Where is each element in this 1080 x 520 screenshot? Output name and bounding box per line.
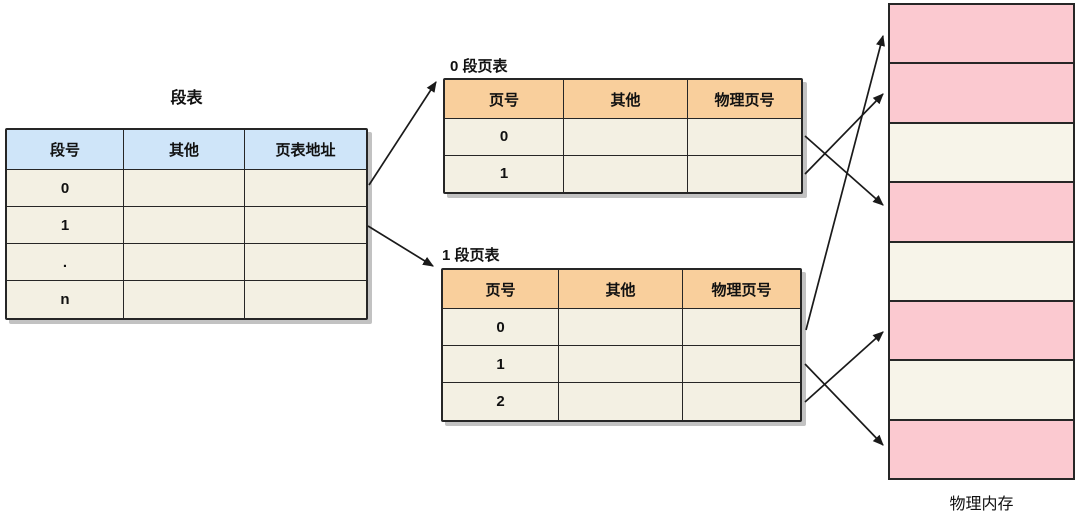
segment-row-1-number: 1 [7, 207, 124, 244]
segment-row-dots-pagetable-addr [245, 244, 366, 281]
pt0-row-0-physpage [688, 119, 801, 156]
page-table-0: 页号 其他 物理页号 0 1 [443, 78, 803, 194]
pt1-row-2-number: 2 [443, 383, 559, 420]
page-table-1-header-col1: 其他 [559, 270, 683, 309]
segment-table-title: 段表 [170, 90, 203, 107]
pt1-row-0-physpage [683, 309, 800, 346]
page-table-0-header-col0: 页号 [445, 80, 564, 119]
memory-label: 物理内存 [949, 496, 1014, 513]
pt1-row-2-physpage [683, 383, 800, 420]
memory-block-6 [890, 301, 1073, 362]
page-table-0-header-col1: 其他 [564, 80, 688, 119]
pt1-row-1-number: 1 [443, 346, 559, 383]
segment-row-n-other [124, 281, 245, 318]
segment-row-dots-other [124, 244, 245, 281]
page-table-0-header-col2: 物理页号 [688, 80, 801, 119]
segment-row-0-pagetable-addr [245, 170, 366, 207]
pt0-row-0-other [564, 119, 688, 156]
memory-block-8 [890, 420, 1073, 478]
arrow-pt1-row2-to-block6 [804, 331, 884, 403]
pt0-row-1-other [564, 155, 688, 192]
segment-table-header-col2: 页表地址 [245, 130, 366, 170]
memory-column [888, 3, 1075, 480]
segment-row-1-pagetable-addr [245, 207, 366, 244]
segment-row-0-number: 0 [7, 170, 124, 207]
segment-row-dots-number: . [7, 244, 124, 281]
memory-block-5 [890, 242, 1073, 302]
page-table-0-title: 0 段页表 [450, 58, 508, 75]
arrow-pt1-row1-to-block8 [804, 363, 884, 446]
segment-table-header-col1: 其他 [124, 130, 245, 170]
arrow-seg-row0-to-pagetable0 [368, 81, 437, 186]
page-table-1-header-col0: 页号 [443, 270, 559, 309]
pt0-row-0-number: 0 [445, 119, 564, 156]
segment-row-0-other [124, 170, 245, 207]
arrow-seg-row1-to-pagetable1 [367, 225, 434, 267]
pt1-row-2-other [559, 383, 683, 420]
memory-block-7 [890, 361, 1073, 421]
page-table-1-header-col2: 物理页号 [683, 270, 800, 309]
memory-block-2 [890, 64, 1073, 124]
segment-row-n-number: n [7, 281, 124, 318]
memory-block-1 [890, 5, 1073, 65]
arrow-pt1-row0-to-block1 [805, 34, 885, 331]
pt0-row-1-physpage [688, 156, 801, 193]
page-table-1: 页号 其他 物理页号 0 1 2 [441, 268, 802, 422]
page-table-1-title: 1 段页表 [442, 247, 500, 264]
pt0-row-1-number: 1 [445, 155, 564, 192]
pt1-row-0-other [559, 309, 683, 346]
segment-table-header-col0: 段号 [7, 130, 124, 170]
arrow-pt0-row0-to-block4 [804, 135, 884, 206]
segment-row-1-other [124, 207, 245, 244]
segment-table: 段号 其他 页表地址 0 1 . n [5, 128, 368, 320]
pt1-row-1-other [559, 346, 683, 383]
memory-block-4 [890, 183, 1073, 243]
memory-block-3 [890, 123, 1073, 184]
arrow-pt0-row1-to-block2 [804, 93, 884, 175]
segment-row-n-pagetable-addr [245, 281, 366, 318]
pt1-row-1-physpage [683, 346, 800, 383]
pt1-row-0-number: 0 [443, 309, 559, 346]
